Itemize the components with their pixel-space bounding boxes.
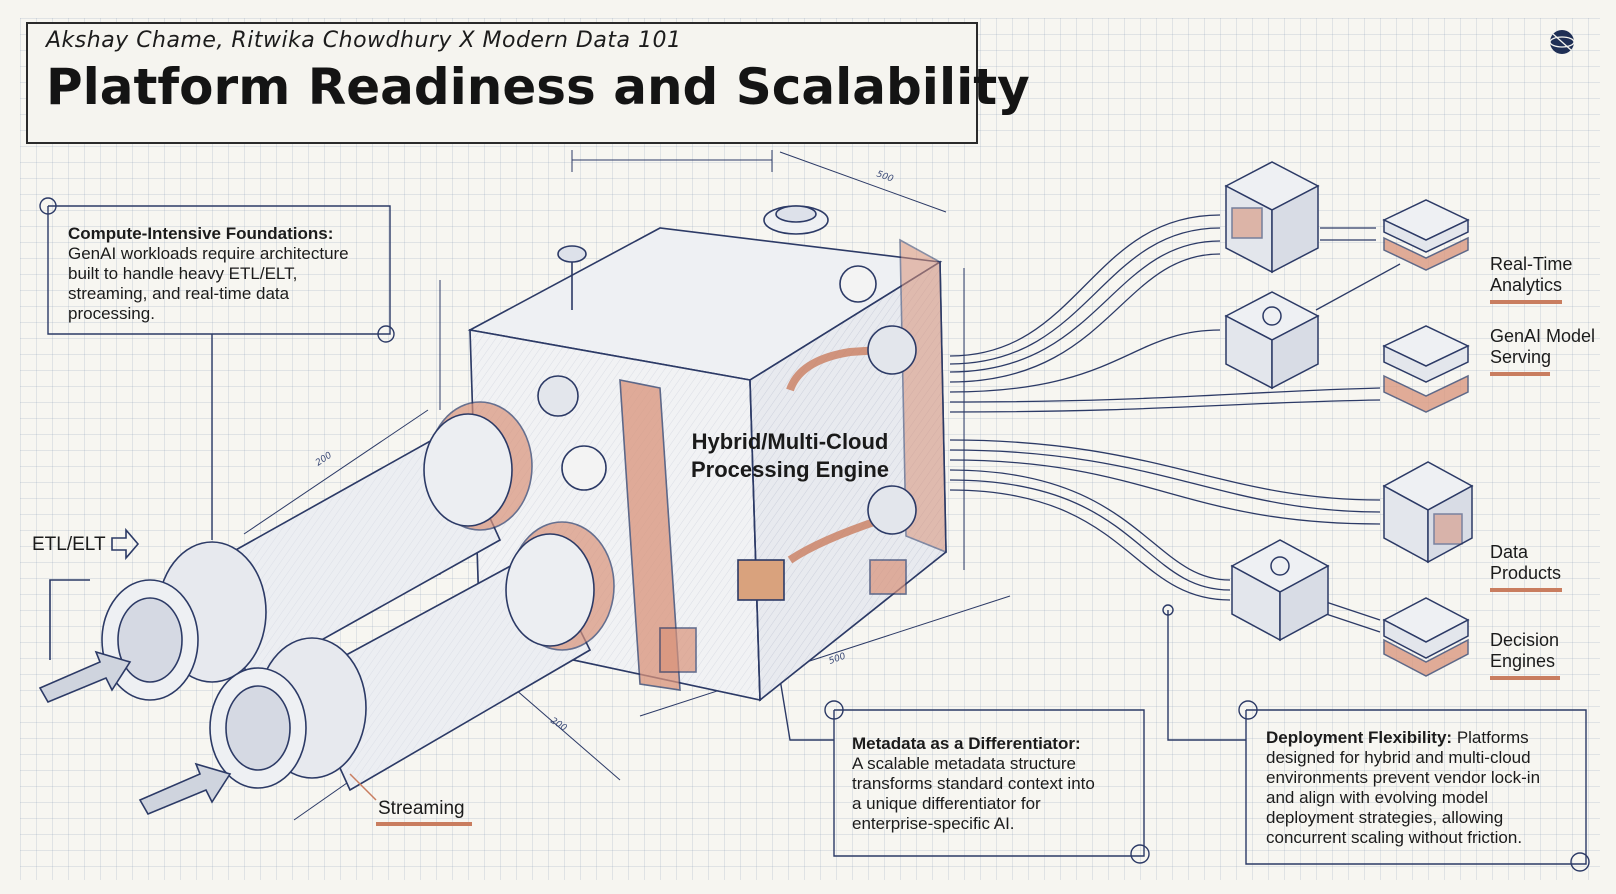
output-dataproducts-underline — [1490, 588, 1562, 592]
output-realtime-line-2: Analytics — [1490, 275, 1563, 295]
streaming-pipe-drawing — [209, 521, 615, 792]
metadata-line-1: A scalable metadata structure — [852, 754, 1076, 773]
engine-label-line-1: Hybrid/Multi-Cloud — [691, 429, 889, 454]
output-label-dataproducts: Data Products — [1490, 542, 1561, 584]
metadata-callout: Metadata as a Differentiator: A scalable… — [852, 734, 1142, 834]
deployment-callout-frame — [1162, 604, 1590, 872]
dim-label-2: 200 — [548, 716, 568, 734]
output-genai-underline — [1490, 372, 1550, 376]
output-dataproducts-line-1: Data — [1490, 542, 1529, 562]
engine-label: Hybrid/Multi-Cloud Processing Engine — [670, 428, 910, 484]
compute-heading: Compute-Intensive Foundations: — [68, 224, 334, 243]
metadata-line-4: enterprise-specific AI. — [852, 814, 1015, 833]
compute-callout-frame — [39, 197, 395, 540]
dim-label-1: 200 — [314, 450, 334, 468]
deployment-line-1: designed for hybrid and multi-cloud — [1266, 748, 1531, 767]
deployment-line-2: environments prevent vendor lock-in — [1266, 768, 1541, 787]
metadata-line-2: transforms standard context into — [852, 774, 1095, 793]
deployment-heading: Deployment Flexibility: — [1266, 728, 1453, 747]
output-realtime-line-1: Real-Time — [1490, 254, 1573, 274]
intermediate-cube-gear — [1224, 291, 1320, 390]
output-tile-decision — [1382, 597, 1470, 677]
streaming-underline — [376, 822, 472, 826]
streaming-label: Streaming — [378, 798, 465, 819]
compute-line-2: built to handle heavy ETL/ELT, — [68, 264, 298, 283]
deployment-line-5: concurrent scaling without friction. — [1266, 828, 1523, 847]
output-genai-line-1: GenAI Model — [1490, 326, 1596, 346]
metadata-line-3: a unique differentiator for — [852, 794, 1041, 813]
etl-pipe-drawing — [101, 401, 533, 701]
compute-line-1: GenAI workloads require architecture — [68, 244, 349, 263]
output-label-genai: GenAI Model Serving — [1490, 326, 1595, 368]
output-flow-lines — [949, 214, 1401, 633]
output-decision-line-1: Decision — [1490, 630, 1560, 650]
output-decision-line-2: Engines — [1490, 651, 1556, 671]
engine-label-line-2: Processing Engine — [690, 457, 890, 482]
etl-label: ETL/ELT — [32, 534, 106, 555]
intermediate-cube-analytics — [1224, 161, 1320, 274]
deployment-first-line: Platforms — [1452, 728, 1529, 747]
deployment-line-4: deployment strategies, allowing — [1266, 808, 1504, 827]
output-tile-realtime — [1382, 199, 1470, 271]
deployment-callout: Deployment Flexibility: Platforms design… — [1266, 728, 1582, 848]
output-tile-genai — [1382, 325, 1470, 413]
header-box: Akshay Chame, Ritwika Chowdhury X Modern… — [26, 22, 1030, 144]
byline: Akshay Chame, Ritwika Chowdhury X Modern… — [46, 28, 682, 53]
output-tile-dataproducts — [1382, 461, 1474, 564]
streaming-pointer — [349, 773, 377, 801]
output-realtime-underline — [1490, 300, 1562, 304]
output-label-decision: Decision Engines — [1490, 630, 1559, 672]
deployment-line-3: and align with evolving model — [1266, 788, 1489, 807]
dim-label-4: 500 — [875, 169, 895, 184]
page-title: Platform Readiness and Scalability — [46, 58, 1030, 116]
output-dataproducts-line-2: Products — [1490, 563, 1562, 583]
output-decision-underline — [1490, 676, 1560, 680]
output-genai-line-2: Serving — [1490, 347, 1552, 367]
output-label-realtime: Real-Time Analytics — [1490, 254, 1572, 296]
metadata-heading: Metadata as a Differentiator: — [852, 734, 1081, 753]
compute-line-3: streaming, and real-time data — [68, 284, 290, 303]
compute-callout: Compute-Intensive Foundations: GenAI wor… — [68, 224, 398, 324]
intermediate-cube-chart — [1230, 539, 1330, 642]
input-arrows — [38, 527, 232, 816]
globe-logo-icon — [1549, 30, 1575, 54]
compute-line-4: processing. — [68, 304, 155, 323]
